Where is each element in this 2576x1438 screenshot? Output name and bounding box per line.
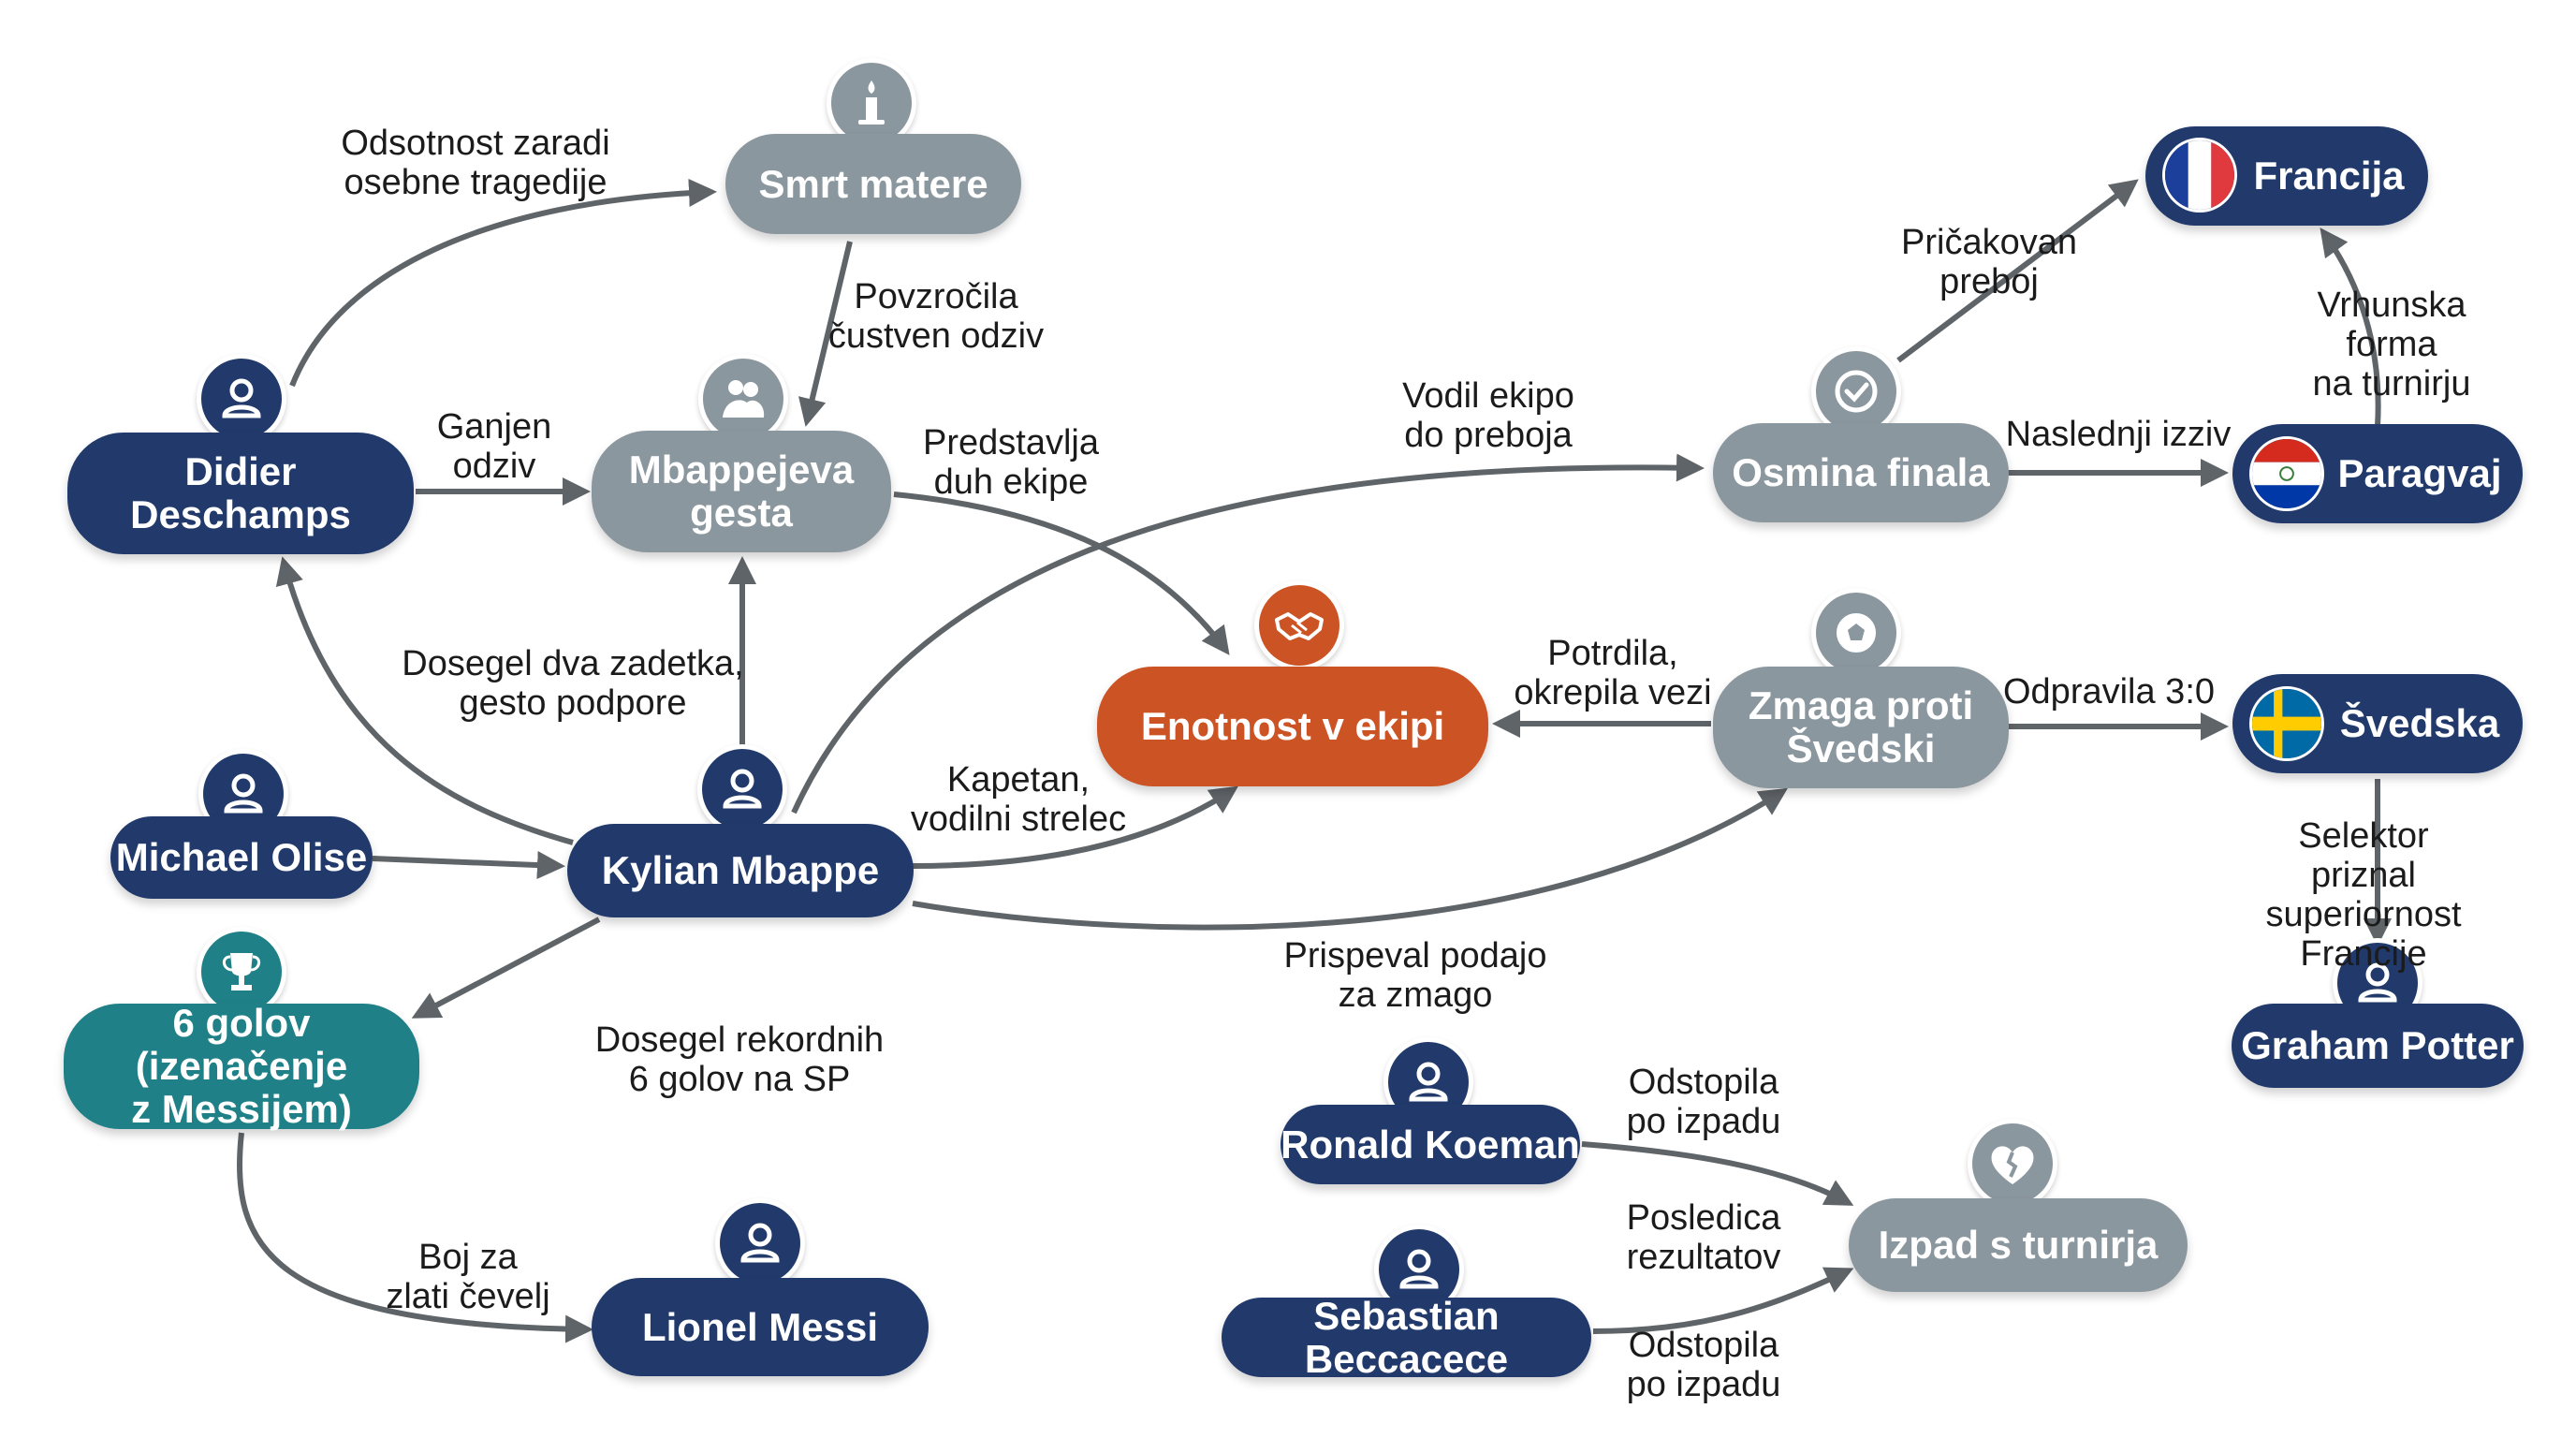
soccer-ball-icon (1811, 588, 1901, 678)
france-flag-icon (2162, 138, 2237, 213)
edge-mbappe-zmaga (912, 787, 1789, 931)
edge-label-selektor: Selektor priznal superiornost Francije (2265, 816, 2462, 974)
edge-mbappe-goli (411, 917, 601, 1019)
edge-goli-messi (236, 1132, 593, 1343)
paraguay-flag-icon (2249, 436, 2324, 511)
edge-label-predstavlja: Predstavlja duh ekipe (923, 423, 1099, 502)
edge-paragvaj-francija (2320, 227, 2381, 427)
node-lionel-messi[interactable]: Lionel Messi (592, 1278, 929, 1376)
node-izpad-s-turnirja[interactable]: Izpad s turnirja (1849, 1198, 2188, 1292)
edge-label-povzrocila: Povzročila čustven odziv (827, 277, 1045, 356)
edge-label-ganjen: Ganjen odziv (436, 407, 552, 486)
node-ronald-koeman[interactable]: Ronald Koeman (1281, 1105, 1580, 1184)
node-osmina-finala[interactable]: Osmina finala (1713, 423, 2009, 522)
person-icon (197, 354, 286, 444)
edge-deschamps-smrt (289, 179, 717, 388)
person-icon (697, 744, 787, 834)
edge-label-rekordnih: Dosegel rekordnih 6 golov na SP (594, 1020, 885, 1099)
node-didier-deschamps[interactable]: Didier Deschamps (67, 433, 414, 554)
edge-label-beccacece-odstopila: Odstopila po izpadu (1626, 1326, 1781, 1404)
edge-olise-mbappe (372, 851, 565, 880)
edge-label-naslednji: Naslednji izziv (2005, 415, 2232, 454)
edge-mbappe-osmina (791, 453, 1705, 814)
edge-smrt-gesta (798, 241, 853, 427)
edge-label-dosegel-dva: Dosegel dva zadetka, gesto podpore (402, 644, 744, 723)
handshake-icon (1254, 580, 1344, 670)
edge-label-potrdila: Potrdila, okrepila vezi (1514, 634, 1712, 712)
edge-mbappe-deschamps (275, 556, 574, 845)
node-mbappejeva-gesta[interactable]: Mbappejeva gesta (592, 431, 891, 552)
node-smrt-matere[interactable]: Smrt matere (725, 134, 1021, 234)
person-icon (715, 1198, 805, 1288)
node-kylian-mbappe[interactable]: Kylian Mbappe (567, 824, 914, 917)
edge-koeman-izpad (1581, 1141, 1854, 1206)
edge-label-kapetan: Kapetan, vodilni strelec (910, 760, 1127, 839)
edge-label-odsotnost: Odsotnost zaradi osebne tragedije (341, 124, 610, 202)
edge-label-vodil: Vodil ekipo do preboja (1402, 376, 1574, 455)
node-michael-olise[interactable]: Michael Olise (110, 816, 373, 899)
node-graham-potter[interactable]: Graham Potter (2232, 1004, 2524, 1088)
candle-icon (827, 58, 916, 148)
edge-label-pricakovan: Pričakovan preboj (1901, 223, 2077, 301)
node-sebastian-beccacece[interactable]: Sebastian Beccacece (1222, 1294, 1591, 1380)
node-6-golov[interactable]: 6 golov (izenačenje z Messijem) (64, 1002, 419, 1131)
edge-label-odpravila: Odpravila 3:0 (2002, 672, 2216, 712)
hug-icon (698, 354, 788, 444)
node-zmaga-proti-svedski[interactable]: Zmaga proti Švedski (1713, 667, 2009, 788)
edge-label-prispeval: Prispeval podajo za zmago (1283, 936, 1547, 1015)
edge-label-posledica: Posledica rezultatov (1626, 1198, 1781, 1277)
edge-label-vrhunska: Vrhunska forma na turnirju (2312, 286, 2471, 404)
node-enotnost-v-ekipi[interactable]: Enotnost v ekipi (1097, 667, 1488, 786)
edge-osmina-francija (1896, 179, 2139, 363)
broken-heart-icon (1968, 1119, 2057, 1209)
check-icon (1811, 346, 1901, 436)
edge-label-boj: Boj za zlati čevelj (386, 1238, 550, 1316)
edge-mbappe-enotnost (912, 785, 1238, 869)
edge-beccacece-izpad (1592, 1267, 1854, 1334)
sweden-flag-icon (2249, 686, 2324, 761)
edge-label-koeman-odstopila: Odstopila po izpadu (1626, 1063, 1781, 1141)
